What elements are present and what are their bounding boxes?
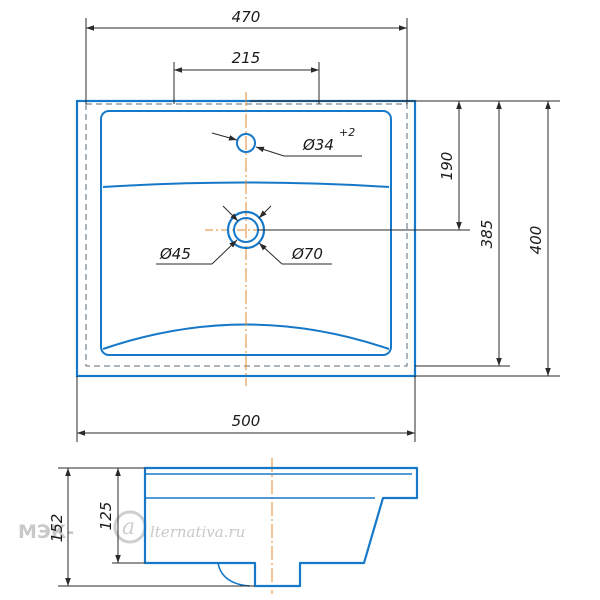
faucet-leader-left — [211, 132, 238, 141]
side-view — [143, 458, 419, 594]
drain-inner-leader-bottom — [211, 239, 238, 265]
side-dimensions — [58, 467, 255, 587]
watermark-suffix: lternativa.ru — [150, 523, 245, 541]
dimension-label-125: 125 — [97, 502, 115, 531]
faucet-leader-right — [255, 146, 285, 157]
drain-inner-leader-top — [222, 205, 239, 222]
dimension-label-500: 500 — [232, 412, 261, 430]
drain-outer-leader-top — [258, 205, 272, 219]
top-view — [75, 92, 417, 386]
watermark: МЭК- a lternativa.ru — [18, 510, 245, 544]
side-drain-neck — [217, 562, 251, 587]
dimension-label-190: 190 — [438, 152, 456, 181]
watermark-logo-letter: a — [122, 515, 135, 540]
watermark-prefix: МЭК- — [18, 521, 74, 543]
dimension-label-385: 385 — [478, 220, 496, 249]
top-dimensions — [76, 18, 560, 442]
dimension-label-470: 470 — [232, 8, 261, 26]
dimension-label-drain-inner: Ø45 — [159, 245, 191, 263]
drain-outer-leader-bottom — [258, 242, 283, 265]
dimension-label-400: 400 — [527, 226, 545, 255]
dimension-label-faucet-tolerance: +2 — [339, 126, 355, 139]
dimension-label-faucet-hole: Ø34 — [302, 136, 334, 154]
dimension-label-152: 152 — [48, 514, 66, 543]
dimension-label-215: 215 — [232, 49, 261, 67]
dimension-label-drain-outer: Ø70 — [291, 245, 323, 263]
faucet-hole — [236, 133, 256, 153]
